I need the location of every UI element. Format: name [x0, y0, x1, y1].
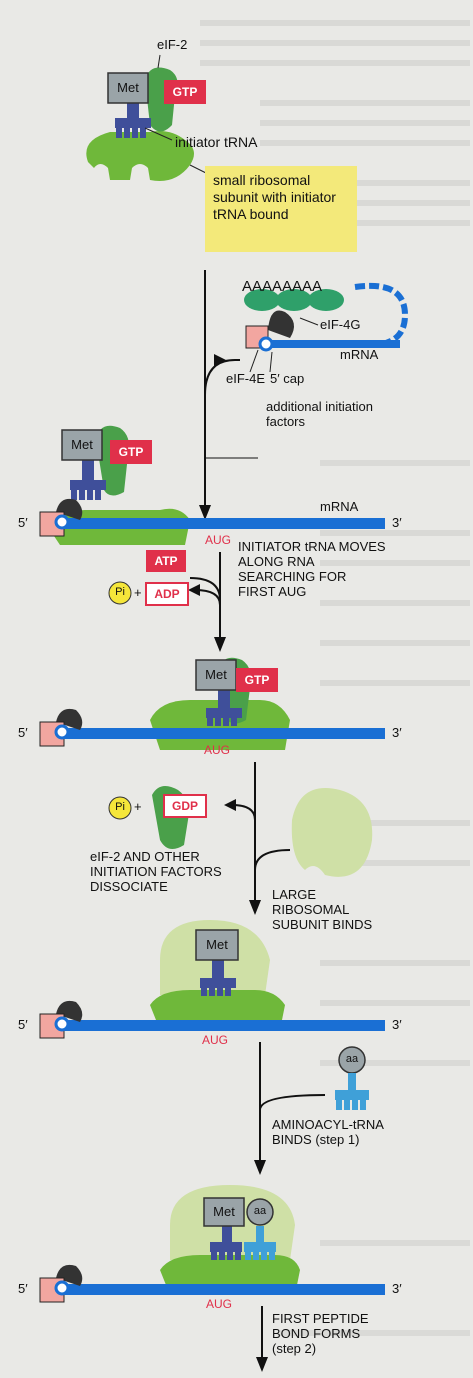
flow-arrow-4: [259, 1042, 326, 1165]
callout-text: small ribosomal subunit with initiator t…: [213, 172, 336, 222]
pi-circle-1: [108, 581, 132, 605]
gtp-label-2: GTP: [244, 673, 270, 687]
strand-4: [39, 1185, 385, 1303]
strand-3: [39, 920, 385, 1039]
adp-label: ADP: [154, 587, 180, 601]
gtp-box: [164, 80, 206, 104]
large-subunit-text: LARGE RIBOSOMAL SUBUNIT BINDS: [272, 887, 373, 932]
three-prime-3: 3′: [392, 1017, 402, 1032]
five-prime-3: 5′: [18, 1017, 28, 1032]
met-label-4: Met: [213, 1204, 235, 1219]
scan-text: INITIATOR tRNA MOVES ALONG RNA SEARCHING…: [238, 539, 386, 599]
flow-arrow-3: [231, 762, 291, 905]
flow-arrow-1: [204, 270, 240, 512]
pi-circle-2: [108, 796, 132, 820]
small-subunit-shape: [86, 131, 194, 181]
eif4g-label: eIF-4G: [320, 317, 361, 332]
cap-label: 5′ cap: [270, 371, 305, 386]
initiator-complex: [86, 54, 211, 181]
strand-2: [39, 657, 385, 750]
gdp-label: GDP: [171, 799, 198, 813]
aa-label-1: aa: [345, 1053, 359, 1065]
five-prime-4: 5′: [18, 1281, 28, 1296]
large-subunit-shape: [291, 788, 373, 877]
gtp-label-1: GTP: [118, 445, 144, 459]
dissociate-text: eIF-2 AND OTHER INITIATION FACTORS DISSO…: [90, 849, 222, 894]
aug-label-4: AUG: [206, 1297, 233, 1311]
adp-box: [145, 582, 189, 606]
initiator-trna-shape: [115, 100, 151, 138]
callout-box: small ribosomal subunit with initiator t…: [205, 166, 357, 252]
initiator-trna-label: initiator tRNA: [175, 134, 258, 150]
three-prime-4: 3′: [392, 1281, 402, 1296]
gtp-label-0: GTP: [172, 85, 198, 99]
five-prime-1: 5′: [18, 515, 28, 530]
three-prime-2: 3′: [392, 725, 402, 740]
mrna-label-complex: mRNA: [340, 347, 379, 362]
three-prime-1: 3′: [392, 515, 402, 530]
pi-label-2: Pi: [115, 801, 125, 813]
gdp-box: [163, 794, 207, 818]
met-label-2: Met: [205, 667, 227, 682]
plus-1: +: [134, 585, 142, 600]
additional-factors-label: additional initiation factors: [266, 399, 373, 429]
aa-label-2: aa: [253, 1205, 267, 1217]
atp-box: [146, 550, 186, 572]
polya-label: AAAAAAAA: [242, 278, 323, 295]
aug-label-3: AUG: [202, 1033, 229, 1047]
five-prime-2: 5′: [18, 725, 28, 740]
met-label-1: Met: [71, 437, 93, 452]
mrna-initiation-complex: [244, 282, 409, 373]
met-box: [107, 72, 149, 104]
strand-1: [39, 425, 385, 545]
aminoacyl-text: AMINOACYL-tRNA BINDS (step 1): [272, 1117, 384, 1147]
mrna-label-1: mRNA: [320, 499, 359, 514]
peptide-text: FIRST PEPTIDE BOND FORMS (step 2): [272, 1311, 369, 1356]
met-label-3: Met: [206, 937, 228, 952]
atp-label: ATP: [154, 554, 178, 568]
aminoacyl-trna: [335, 1046, 369, 1110]
eif2-label: eIF-2: [157, 37, 188, 52]
flow-arrow-2: [189, 552, 221, 642]
aug-label-2: AUG: [204, 743, 231, 757]
eif4e-label: eIF-4E: [226, 371, 266, 386]
met-label-0: Met: [117, 80, 139, 95]
plus-2: +: [134, 799, 142, 814]
aug-label-1: AUG: [205, 533, 232, 547]
pi-label-1: Pi: [115, 586, 125, 598]
